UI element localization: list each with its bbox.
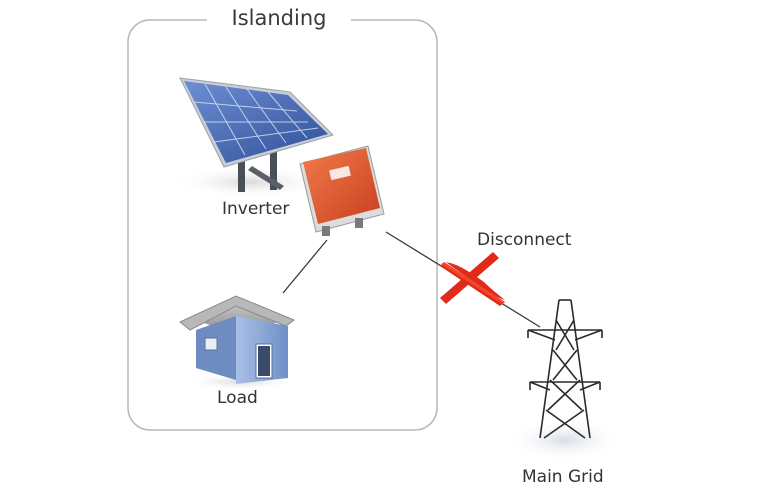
transmission-tower-icon <box>505 299 625 462</box>
main-grid-label: Main Grid <box>522 467 604 487</box>
inverter-load-line <box>282 239 328 294</box>
solar-panel-icon <box>170 77 334 198</box>
disconnect-x-icon <box>440 252 505 306</box>
house-icon <box>179 295 298 390</box>
islanding-title: Islanding <box>207 8 351 29</box>
disconnect-label: Disconnect <box>477 230 572 250</box>
inverter-label: Inverter <box>222 199 290 219</box>
inverter-icon <box>299 145 385 236</box>
load-label: Load <box>217 388 258 408</box>
